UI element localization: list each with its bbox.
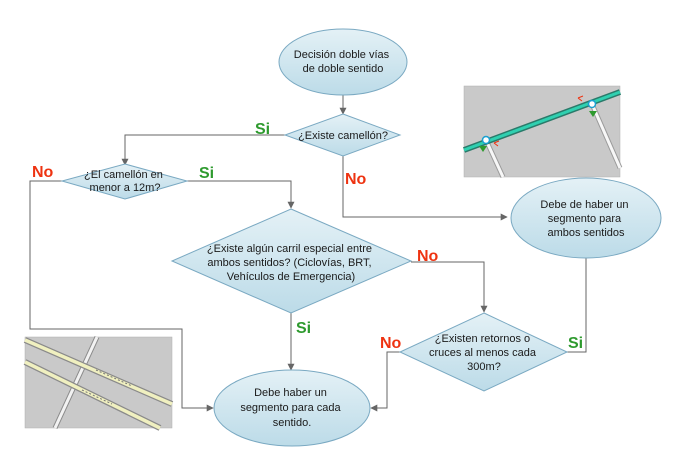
node-camellon-12m: ¿El camellón en menor a 12m? xyxy=(60,163,189,200)
edge-camellon-no xyxy=(342,156,508,221)
node-camellon-12m-text: ¿El camellón en menor a 12m? xyxy=(84,169,166,194)
label-no-carril: No xyxy=(417,248,439,265)
map-two-segment-illustration xyxy=(23,335,174,431)
edge-labels: Si No No Si No Si No Si xyxy=(32,121,583,352)
road-label-marking xyxy=(95,369,133,387)
cross-road xyxy=(52,335,100,430)
node-start: Decisión doble vías de doble sentido xyxy=(278,28,408,96)
node-start-text: Decisión doble vías de doble sentido xyxy=(294,49,392,75)
node-carril-especial: ¿Existe algún carril especial entre ambo… xyxy=(170,208,413,314)
node-carril-especial-text: ¿Existe algún carril especial entre ambo… xyxy=(207,243,375,283)
node-un-segmento-text: Debe de haber un segmento para ambos sen… xyxy=(540,199,631,239)
node-un-segmento: Debe de haber un segmento para ambos sen… xyxy=(510,177,662,259)
node-existe-camellon-text: ¿Existe camellón? xyxy=(298,130,388,142)
edge-camellon-yes xyxy=(121,134,285,166)
side-road-left xyxy=(483,138,506,179)
edge-retornos-no xyxy=(370,351,400,412)
turn-restriction-icon xyxy=(493,140,500,147)
edges xyxy=(29,95,590,412)
turn-restriction-icon xyxy=(577,95,584,102)
label-si-carril: Si xyxy=(296,320,311,337)
arrow-down-icon xyxy=(479,146,487,152)
node-existe-camellon: ¿Existe camellón? xyxy=(283,113,402,157)
side-road-right xyxy=(589,102,623,170)
label-no-camellon: No xyxy=(345,171,367,188)
label-no-12m: No xyxy=(32,164,54,181)
label-si-camellon: Si xyxy=(255,121,270,138)
upper-carriageway xyxy=(23,337,174,407)
node-segmento-cada: Debe haber un segmento para cada sentido… xyxy=(213,369,371,447)
edge-carril-no xyxy=(411,261,488,313)
node-marker-icon xyxy=(481,135,491,145)
arrow-down-icon xyxy=(589,111,597,117)
label-no-retornos: No xyxy=(380,335,402,352)
road-label-marking xyxy=(81,389,113,405)
node-segmento-cada-text: Debe haber un segmento para cada sentido… xyxy=(240,387,343,429)
label-si-12m: Si xyxy=(199,165,214,182)
node-marker-icon xyxy=(587,99,597,109)
node-retornos-text: ¿Existen retornos o cruces al menos cada… xyxy=(429,333,539,373)
edge-12m-yes xyxy=(187,180,295,209)
lower-carriageway xyxy=(23,359,162,431)
label-si-retornos: Si xyxy=(568,335,583,352)
map-single-segment-illustration xyxy=(462,85,623,179)
node-retornos: ¿Existen retornos o cruces al menos cada… xyxy=(398,312,569,392)
edge-12m-no xyxy=(29,180,214,412)
edge-retornos-si xyxy=(567,239,590,353)
